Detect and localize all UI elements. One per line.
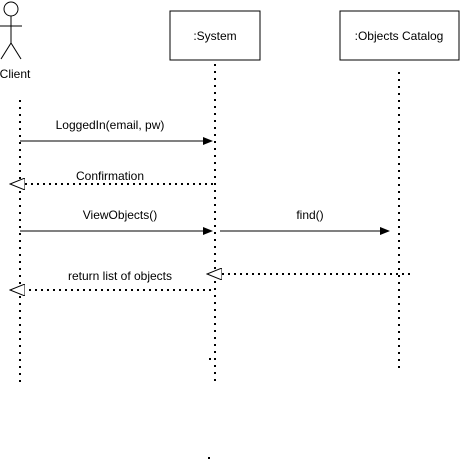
message-confirmation-label: Confirmation [76,169,144,183]
system-box [169,10,261,61]
client-actor-head [3,1,19,17]
message-confirmation[interactable]: Confirmation [10,169,213,184]
client-actor-right-leg [10,42,22,60]
message-logged-in[interactable]: LoggedIn(email, pw) [20,118,213,145]
message-find[interactable]: find() [220,208,390,235]
message-return-list-label: return list of objects [68,269,172,283]
message-find-label: find() [296,208,323,222]
message-view-objects-label: ViewObjects() [83,208,157,222]
message-logged-in-label: LoggedIn(email, pw) [56,118,165,132]
stray-dot [208,457,210,459]
message-view-objects[interactable]: ViewObjects() [20,208,213,235]
catalog-lifeline-header[interactable]: :Objects Catalog [339,10,460,61]
stray-dot-system [209,358,211,360]
client-actor[interactable]: Client [0,1,31,81]
system-box-label: :System [193,29,236,43]
client-actor-left-leg [0,42,12,60]
catalog-box [339,10,460,61]
catalog-box-label: :Objects Catalog [355,29,444,43]
message-return-list[interactable]: return list of objects [10,269,211,290]
client-actor-label: Client [0,67,31,81]
system-lifeline-header[interactable]: :System [169,10,261,61]
